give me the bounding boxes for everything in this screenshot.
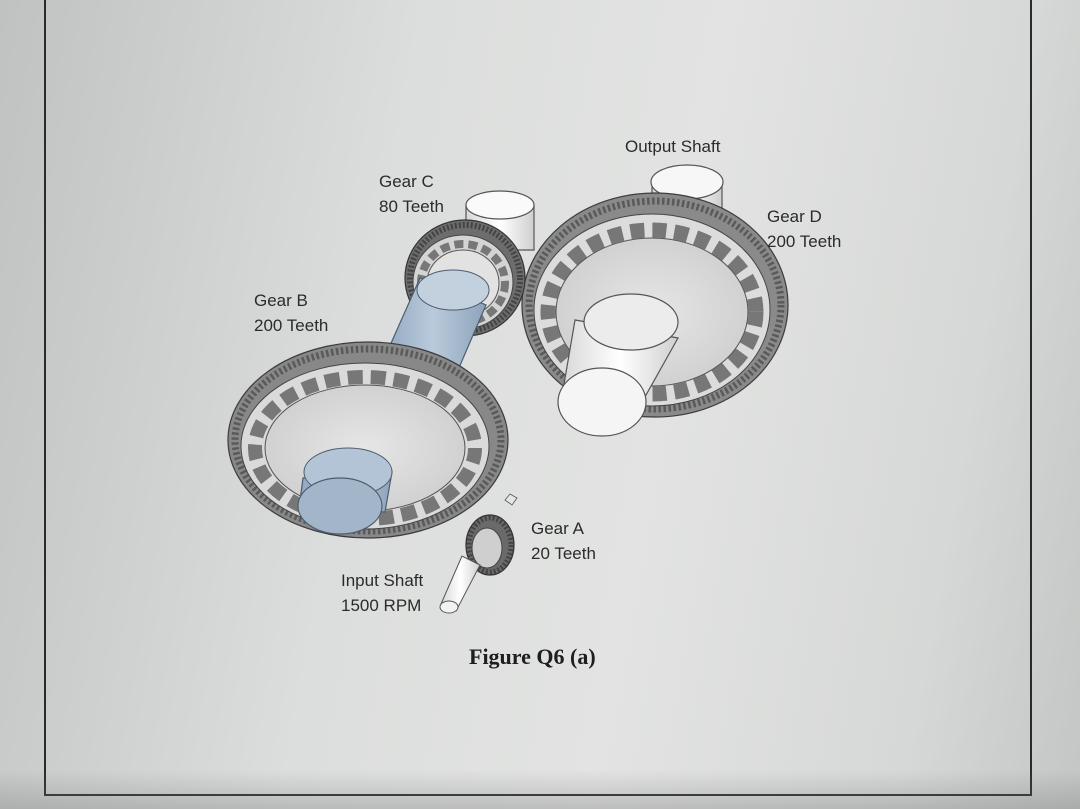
output-shaft-label: Output Shaft [625,137,721,156]
document-page [44,0,1032,796]
input-shaft-speed-label: 1500 RPM [341,596,422,615]
gear-d-teeth-label: 200 Teeth [767,232,842,251]
gear-d-name-label: Gear D [767,207,822,226]
gear-a-name-label: Gear A [531,519,584,538]
figure-caption: Figure Q6 (a) [469,644,596,669]
gear-a [465,514,515,576]
screen-bezel-shadow [0,770,1080,809]
gear-a-teeth-label: 20 Teeth [531,544,596,563]
gear-c-name-label: Gear C [379,172,434,191]
output-shaft-front [557,293,679,437]
gear-c-teeth-label: 80 Teeth [379,197,444,216]
input-shaft-name-label: Input Shaft [341,571,424,590]
gear-b-name-label: Gear B [254,291,308,310]
input-shaft [439,493,518,614]
gear-b-teeth-label: 200 Teeth [254,316,329,335]
gear-b-shaft-stub [297,447,393,535]
